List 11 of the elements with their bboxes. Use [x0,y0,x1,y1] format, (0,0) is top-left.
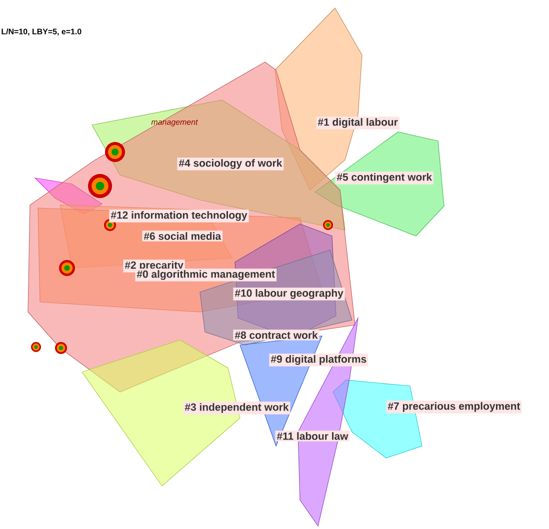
cluster-label: #8 contract work [233,330,320,340]
cluster-label: #5 contingent work [335,172,434,184]
cluster-label: #4 sociology of work [177,158,284,170]
cluster-label: #9 digital platforms [269,354,368,366]
cluster-label: #12 information technology [109,210,249,222]
cluster-label: #11 labour law [275,430,350,442]
cluster-label: #1 digital labour [316,116,400,130]
cluster-label: #7 precarious employment [386,400,522,414]
cluster-label: #10 labour geography [233,288,345,300]
cluster-label: #6 social media [142,230,223,242]
cluster-label: #3 independent work [183,402,290,414]
